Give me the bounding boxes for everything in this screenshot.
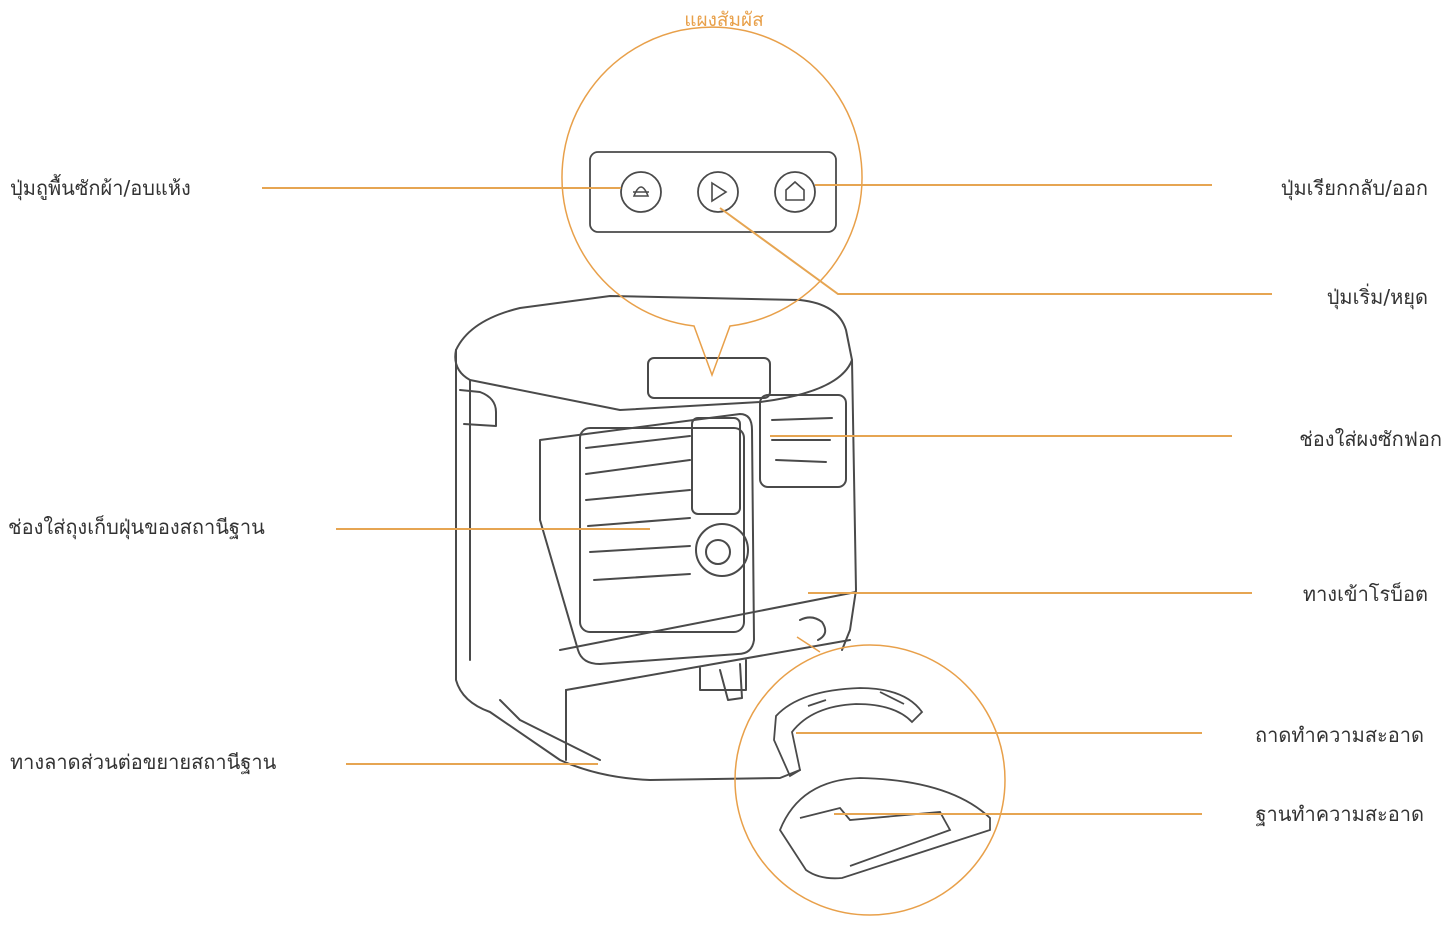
touch-panel-title: แผงสัมผัส <box>684 9 764 31</box>
label-recall-exit-button: ปุ่มเรียกกลับ/ออก <box>1280 176 1428 200</box>
home-icon <box>774 171 816 213</box>
label-detergent-slot: ช่องใส่ผงซักฟอก <box>1299 427 1442 451</box>
label-dust-bag-slot: ช่องใส่ถุงเก็บฝุ่นของสถานีฐาน <box>8 515 265 539</box>
label-ramp-extension: ทางลาดส่วนต่อขยายสถานีฐาน <box>10 750 277 774</box>
label-robot-entrance: ทางเข้าโรบ็อต <box>1302 582 1428 606</box>
touch-panel <box>589 151 837 233</box>
label-mop-wash-dry-button: ปุ่มถูพื้นซักผ้า/อบแห้ง <box>10 176 191 200</box>
label-start-stop-button: ปุ่มเริ่ม/หยุด <box>1326 285 1428 309</box>
label-cleaning-base: ฐานทำความสะอาด <box>1255 802 1424 826</box>
base-station-drawing <box>454 295 857 781</box>
touch-panel-bubble <box>561 26 863 378</box>
play-icon <box>697 171 739 213</box>
label-cleaning-tray: ถาดทำความสะอาด <box>1255 723 1424 747</box>
mop-icon <box>620 171 662 213</box>
cleaning-tray-drawing <box>773 687 924 778</box>
cleaning-base-drawing <box>778 777 991 880</box>
leader-lines <box>262 184 1272 815</box>
cleaning-parts-bubble <box>734 644 1006 916</box>
